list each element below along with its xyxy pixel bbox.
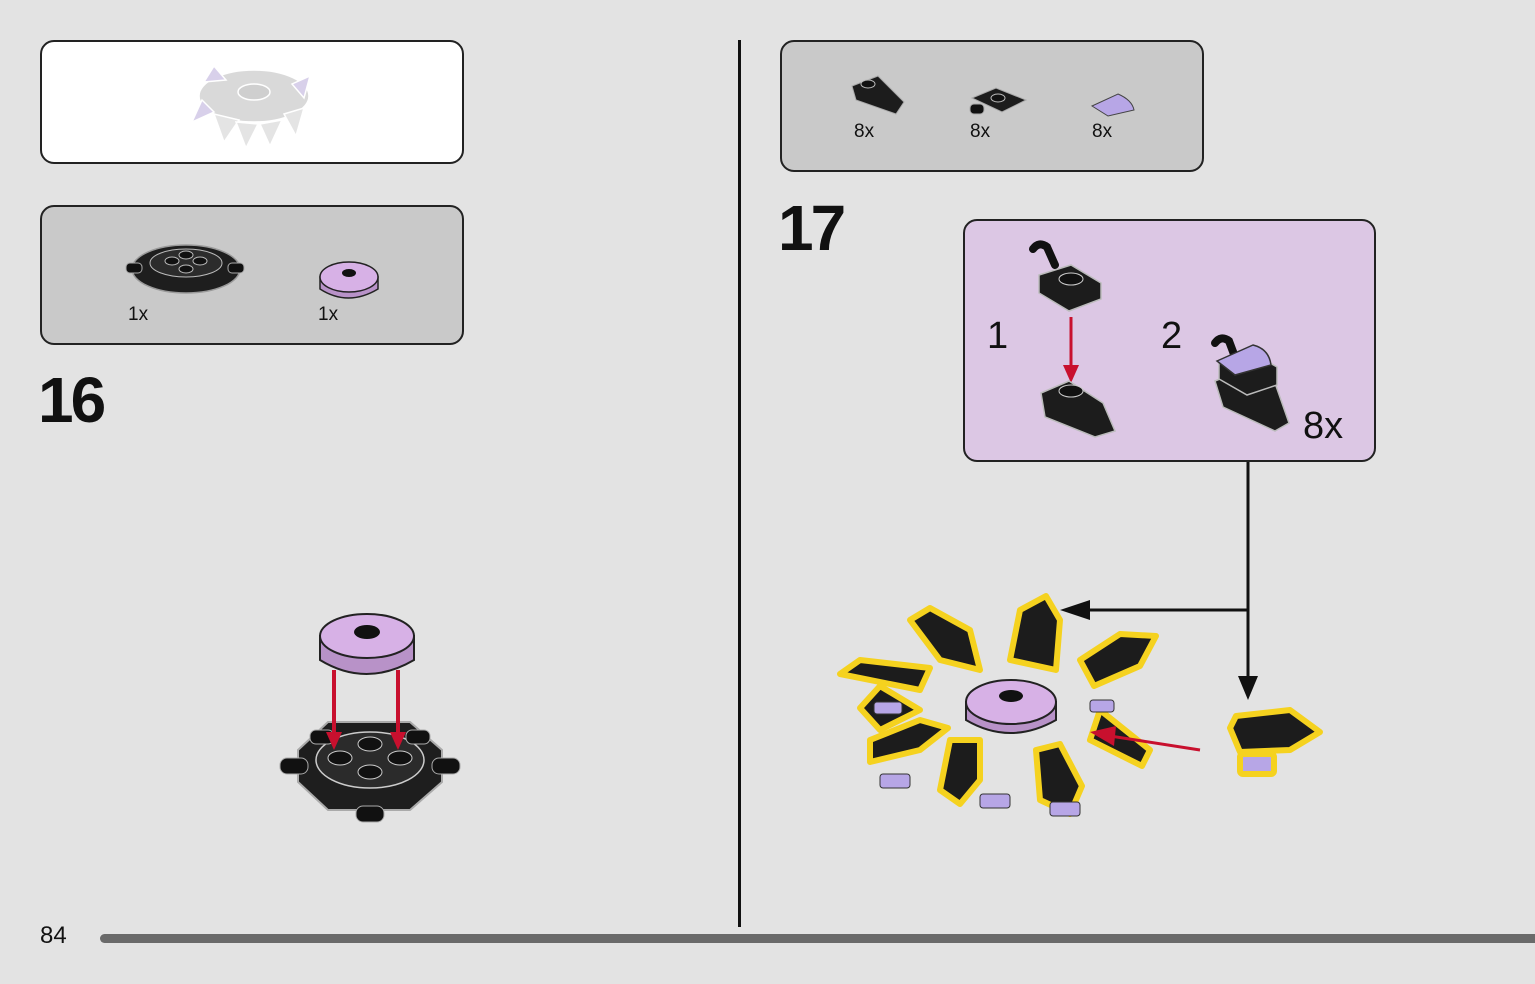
callout-arrows	[1060, 462, 1258, 700]
lavender-slope-accents	[873, 699, 1115, 817]
page-number: 84	[40, 922, 67, 949]
part-qty: 1x	[128, 304, 149, 325]
part-qty: 8x	[970, 121, 991, 142]
page-divider	[738, 40, 741, 927]
black-clip-plate-icon	[969, 87, 1028, 115]
red-arrow-icon	[1063, 317, 1079, 383]
lavender-curved-slope-icon	[1090, 93, 1135, 117]
lavender-round-tile-icon	[965, 679, 1057, 734]
step-number: 16	[38, 364, 106, 436]
substep-2-illustration	[1211, 334, 1290, 432]
part-qty: 8x	[854, 121, 875, 142]
step-16-assembly-illustration	[279, 613, 461, 823]
part-qty: 1x	[318, 304, 339, 325]
black-ring-plate-icon	[279, 721, 461, 823]
black-wedge-plate-icon	[851, 75, 905, 115]
flower-assembly-icon	[837, 593, 1159, 817]
substep-number: 1	[987, 315, 1009, 357]
wedge-with-slope-icon	[1211, 334, 1290, 432]
flower-preview-icon	[190, 64, 312, 150]
step-number: 17	[778, 192, 846, 264]
parts-list-step-17: 8x 8x 8x	[780, 40, 1204, 172]
black-wedge-plate-icon	[1040, 380, 1117, 438]
black-ring-plate-icon	[125, 244, 245, 294]
lavender-round-tile-icon	[319, 613, 415, 675]
substep-quantity: 8x	[1303, 405, 1344, 447]
progress-bar	[100, 934, 1535, 943]
black-arrow-icon	[1060, 462, 1258, 700]
incoming-petal-icon	[1227, 707, 1323, 777]
substep-1-illustration	[1029, 240, 1117, 438]
part-qty: 8x	[1092, 121, 1113, 142]
red-arrow-icon	[326, 670, 406, 750]
substep-number: 2	[1161, 315, 1183, 357]
red-arrow-icon	[1090, 726, 1201, 752]
step-17-assembly-illustration	[837, 593, 1323, 817]
subassembly-panel: 1 2 8x	[963, 219, 1376, 462]
model-preview-panel	[40, 40, 464, 164]
black-clip-plate-icon	[1029, 240, 1102, 312]
lavender-round-tile-icon	[319, 261, 379, 299]
parts-list-step-16: 1x 1x	[40, 205, 464, 345]
